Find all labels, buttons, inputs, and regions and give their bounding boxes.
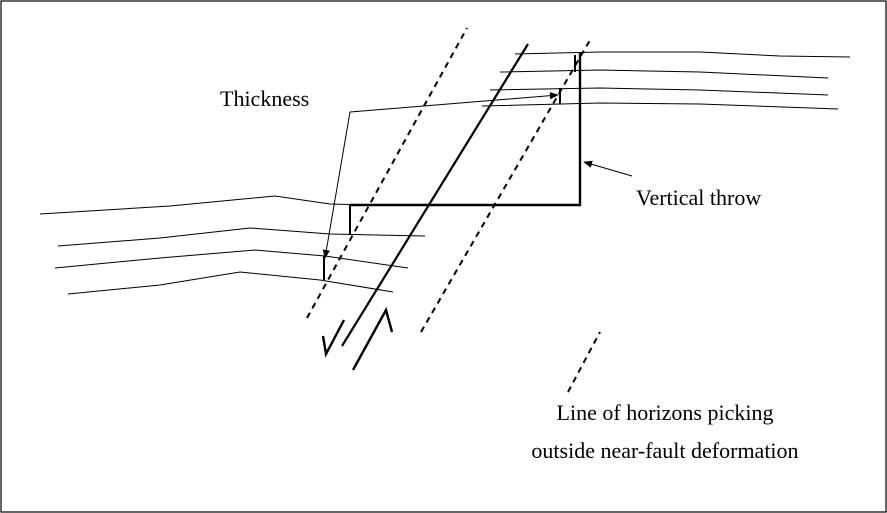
downthrow-motion-arrow (323, 320, 344, 354)
vertical-throw-leader (584, 162, 632, 176)
hangingwall-horizons (482, 52, 850, 109)
thickness-leader-left (325, 112, 350, 258)
hangingwall-horizon-2 (500, 70, 828, 78)
footwall-horizon-1 (40, 196, 370, 214)
hangingwall-horizon-3 (490, 88, 828, 95)
vertical-throw-bracket (350, 52, 580, 205)
legend-dashed-sample (568, 332, 600, 392)
vertical-throw-label: Vertical throw (636, 185, 761, 210)
footwall-horizon-2 (58, 228, 425, 246)
dashed-pick-line-hangingwall (421, 40, 590, 332)
thickness-leader-right (350, 95, 558, 112)
legend-text-line2: outside near-fault deformation (531, 438, 798, 463)
legend-text-line1: Line of horizons picking (557, 400, 774, 425)
hangingwall-horizon-4 (482, 103, 838, 109)
footwall-horizon-4 (68, 272, 393, 294)
footwall-horizon-3 (55, 250, 408, 268)
thickness-label: Thickness (220, 86, 309, 111)
hangingwall-horizon-1 (515, 52, 850, 57)
